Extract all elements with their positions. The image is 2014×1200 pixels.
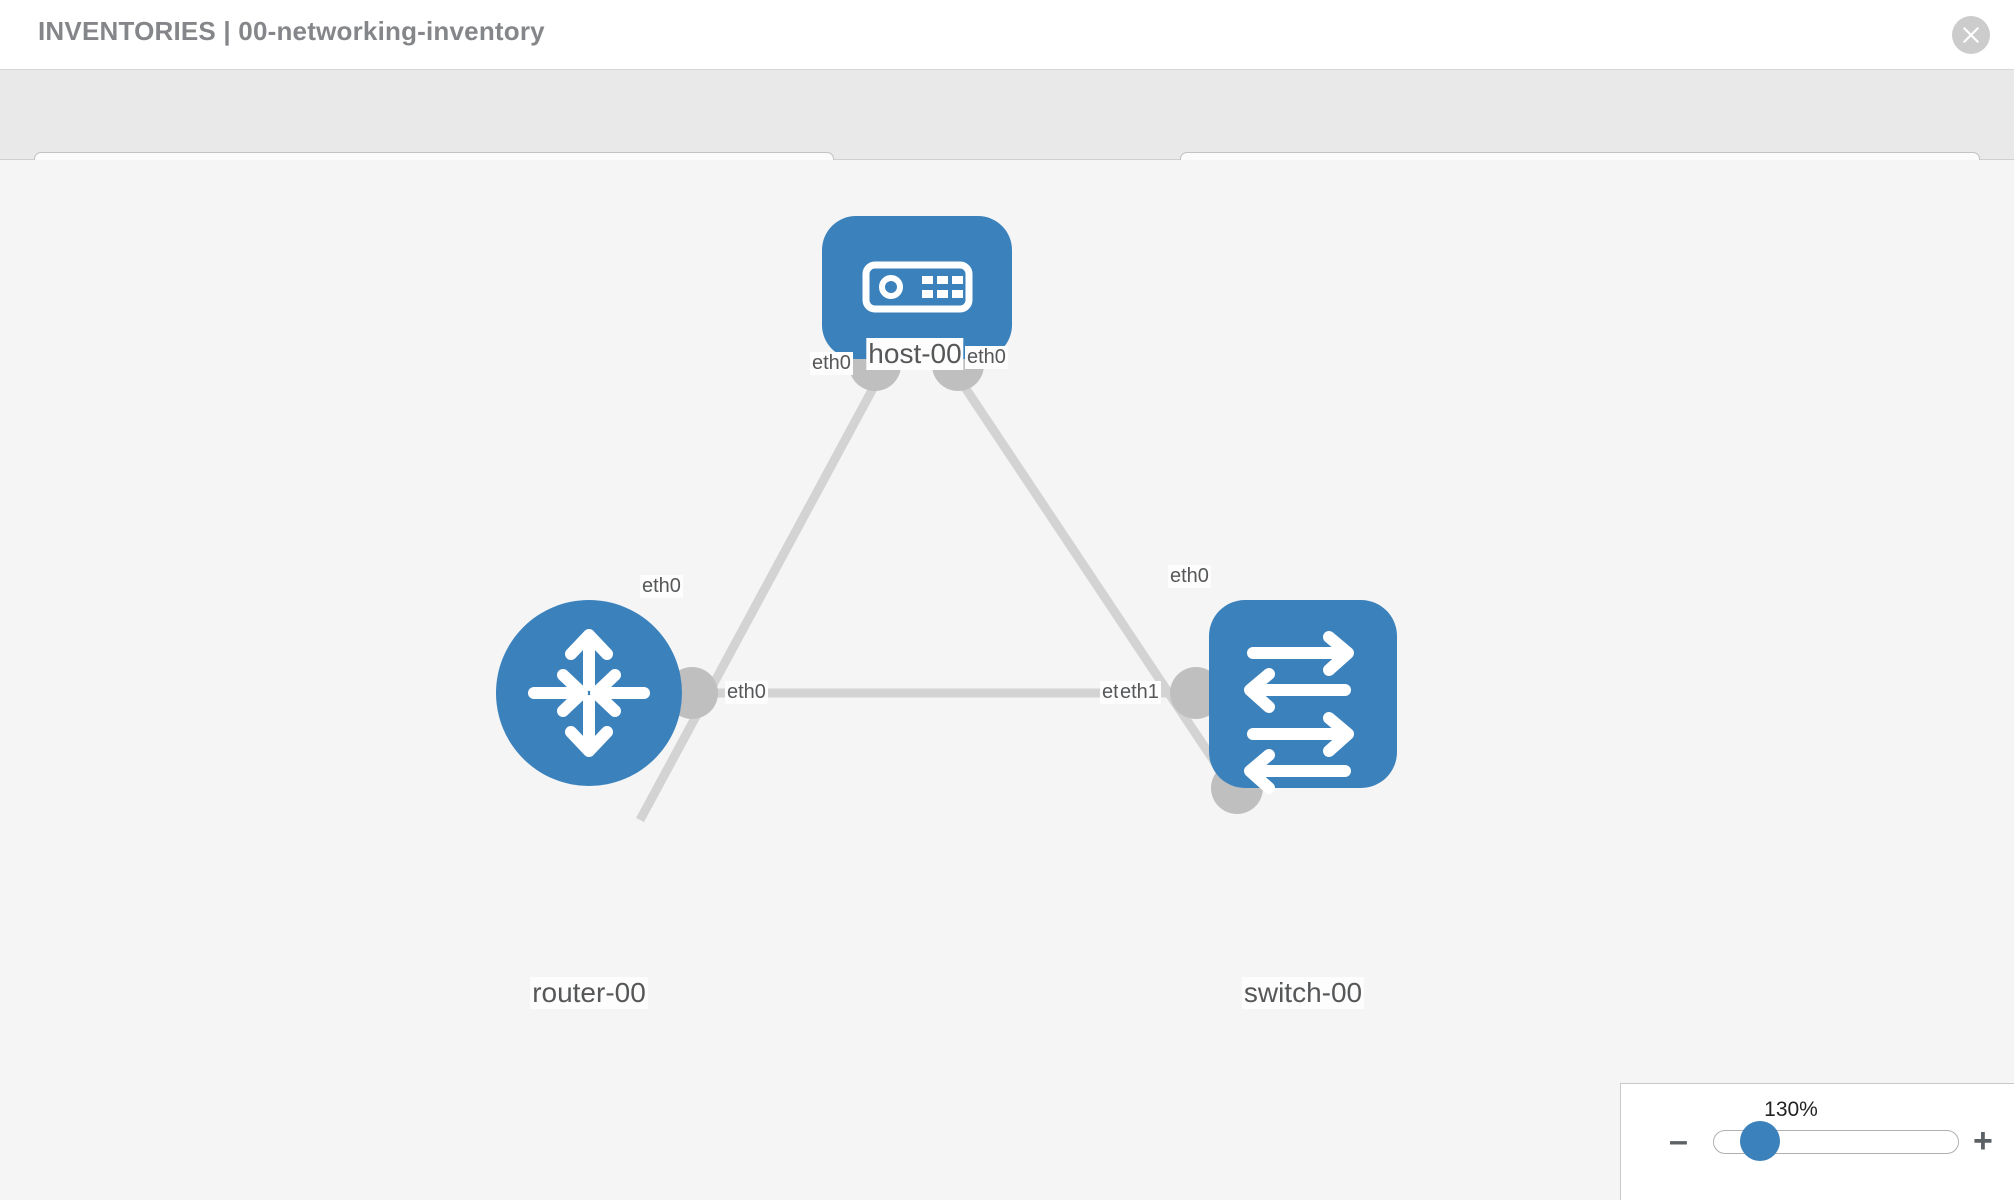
node-label-switch-00: switch-00 [1241,977,1365,1009]
close-icon-glyph [1963,27,1979,43]
zoom-out-button[interactable]: – [1669,1122,1688,1160]
zoom-level-label: 130% [1764,1098,1818,1121]
node-switch-00[interactable] [1209,600,1397,794]
zoom-in-button[interactable]: + [1973,1122,1993,1160]
router-arrows-icon [528,629,650,757]
close-icon[interactable] [1952,16,1990,54]
interface-label: eth1 [1118,681,1161,704]
interface-label: eth0 [725,681,768,704]
interface-label: eth0 [640,575,683,598]
node-label-host-00: host-00 [866,338,964,370]
page-header: INVENTORIES | 00-networking-inventory [0,0,2014,70]
topology-canvas[interactable]: eth0 eth0 eth0 eth0 eth0 eth0 eth1 host-… [0,160,2014,1200]
node-router-00[interactable] [496,600,682,786]
zoom-slider-thumb[interactable] [1740,1121,1780,1161]
edge-host00-router00[interactable] [636,365,888,823]
interface-label: eth0 [810,352,853,375]
topology-edges [636,365,1244,823]
node-host-00[interactable] [822,216,1012,359]
page-title: INVENTORIES | 00-networking-inventory [38,16,545,46]
node-label-router-00: router-00 [530,977,648,1009]
topology-graph [496,216,1397,823]
zoom-control-panel: 130% – + [1620,1083,2014,1200]
toolbar: ACTIONS SEARC [0,70,2014,204]
interface-label: eth0 [965,346,1008,369]
edge-host00-switch00[interactable] [948,365,1244,803]
server-icon [862,261,973,313]
interface-label: eth0 [1168,565,1211,588]
switch-arrows-icon [1244,631,1354,794]
